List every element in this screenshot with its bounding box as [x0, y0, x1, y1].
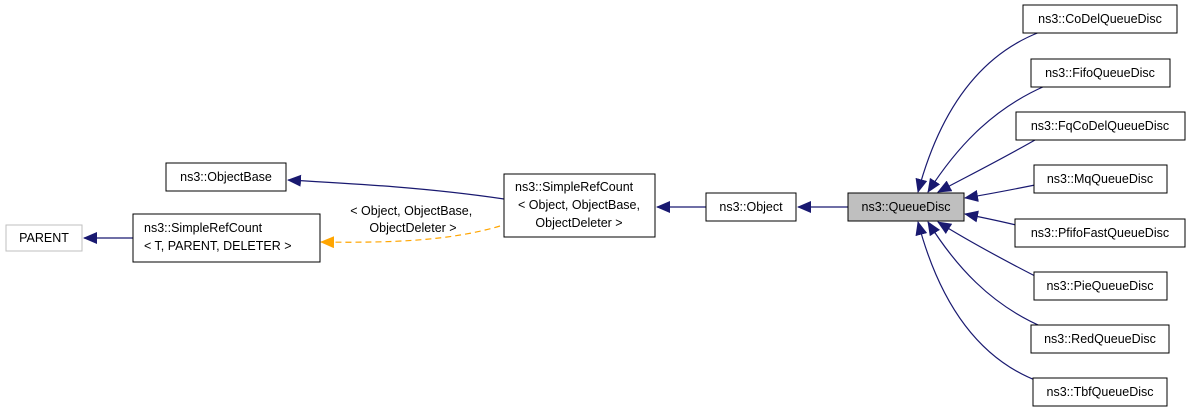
- edge-pie-to-queuedisc: [937, 221, 1036, 277]
- edge-template-instantiation: [320, 225, 501, 249]
- node-simplerefcount-template-line-2: < T, PARENT, DELETER >: [144, 239, 292, 253]
- edge-mq-to-queuedisc: [964, 184, 1036, 202]
- node-red-label: ns3::RedQueueDisc: [1044, 332, 1156, 346]
- template-args-line-2: ObjectDeleter >: [369, 221, 456, 235]
- node-parent-label: PARENT: [19, 231, 69, 245]
- node-codel-label: ns3::CoDelQueueDisc: [1038, 12, 1162, 26]
- node-queuedisc[interactable]: ns3::QueueDisc: [847, 192, 965, 222]
- node-fifo-label: ns3::FifoQueueDisc: [1045, 66, 1155, 80]
- node-objectbase[interactable]: ns3::ObjectBase: [165, 162, 287, 192]
- node-object-label: ns3::Object: [719, 200, 783, 214]
- template-args-line-1: < Object, ObjectBase,: [350, 204, 472, 218]
- template-args-label: < Object, ObjectBase, ObjectDeleter >: [350, 204, 475, 235]
- node-simplerefcount-object[interactable]: ns3::SimpleRefCount < Object, ObjectBase…: [503, 173, 656, 238]
- edge-simplerefcount-object-to-objectbase: [287, 174, 505, 200]
- edges: [83, 31, 1046, 383]
- node-simplerefcount-template-line-1: ns3::SimpleRefCount: [144, 221, 263, 235]
- node-mq[interactable]: ns3::MqQueueDisc: [1033, 164, 1168, 194]
- node-fqcodel[interactable]: ns3::FqCoDelQueueDisc: [1015, 111, 1186, 141]
- node-fqcodel-label: ns3::FqCoDelQueueDisc: [1031, 119, 1169, 133]
- node-queuedisc-label: ns3::QueueDisc: [862, 200, 951, 214]
- node-pfifofast[interactable]: ns3::PfifoFastQueueDisc: [1014, 218, 1186, 248]
- node-parent[interactable]: PARENT: [5, 224, 83, 252]
- node-codel[interactable]: ns3::CoDelQueueDisc: [1022, 4, 1178, 34]
- node-simplerefcount-template[interactable]: ns3::SimpleRefCount < T, PARENT, DELETER…: [132, 213, 321, 263]
- edge-tbf-to-queuedisc: [915, 221, 1041, 383]
- node-simplerefcount-object-line-3: ObjectDeleter >: [535, 216, 622, 230]
- node-simplerefcount-object-line-1: ns3::SimpleRefCount: [515, 180, 634, 194]
- node-red[interactable]: ns3::RedQueueDisc: [1030, 324, 1170, 354]
- node-tbf-label: ns3::TbfQueueDisc: [1047, 385, 1154, 399]
- node-pfifofast-label: ns3::PfifoFastQueueDisc: [1031, 226, 1169, 240]
- node-pie[interactable]: ns3::PieQueueDisc: [1033, 271, 1168, 301]
- node-simplerefcount-object-line-2: < Object, ObjectBase,: [518, 198, 640, 212]
- node-mq-label: ns3::MqQueueDisc: [1047, 172, 1153, 186]
- node-object[interactable]: ns3::Object: [705, 192, 797, 222]
- edge-codel-to-queuedisc: [915, 31, 1041, 193]
- edge-fifo-to-queuedisc: [927, 85, 1046, 193]
- edge-red-to-queuedisc: [927, 221, 1046, 329]
- node-objectbase-label: ns3::ObjectBase: [180, 170, 272, 184]
- edge-fqcodel-to-queuedisc: [937, 139, 1036, 193]
- node-fifo[interactable]: ns3::FifoQueueDisc: [1030, 58, 1171, 88]
- node-pie-label: ns3::PieQueueDisc: [1046, 279, 1153, 293]
- edge-pfifofast-to-queuedisc: [964, 210, 1021, 227]
- node-tbf[interactable]: ns3::TbfQueueDisc: [1032, 377, 1168, 407]
